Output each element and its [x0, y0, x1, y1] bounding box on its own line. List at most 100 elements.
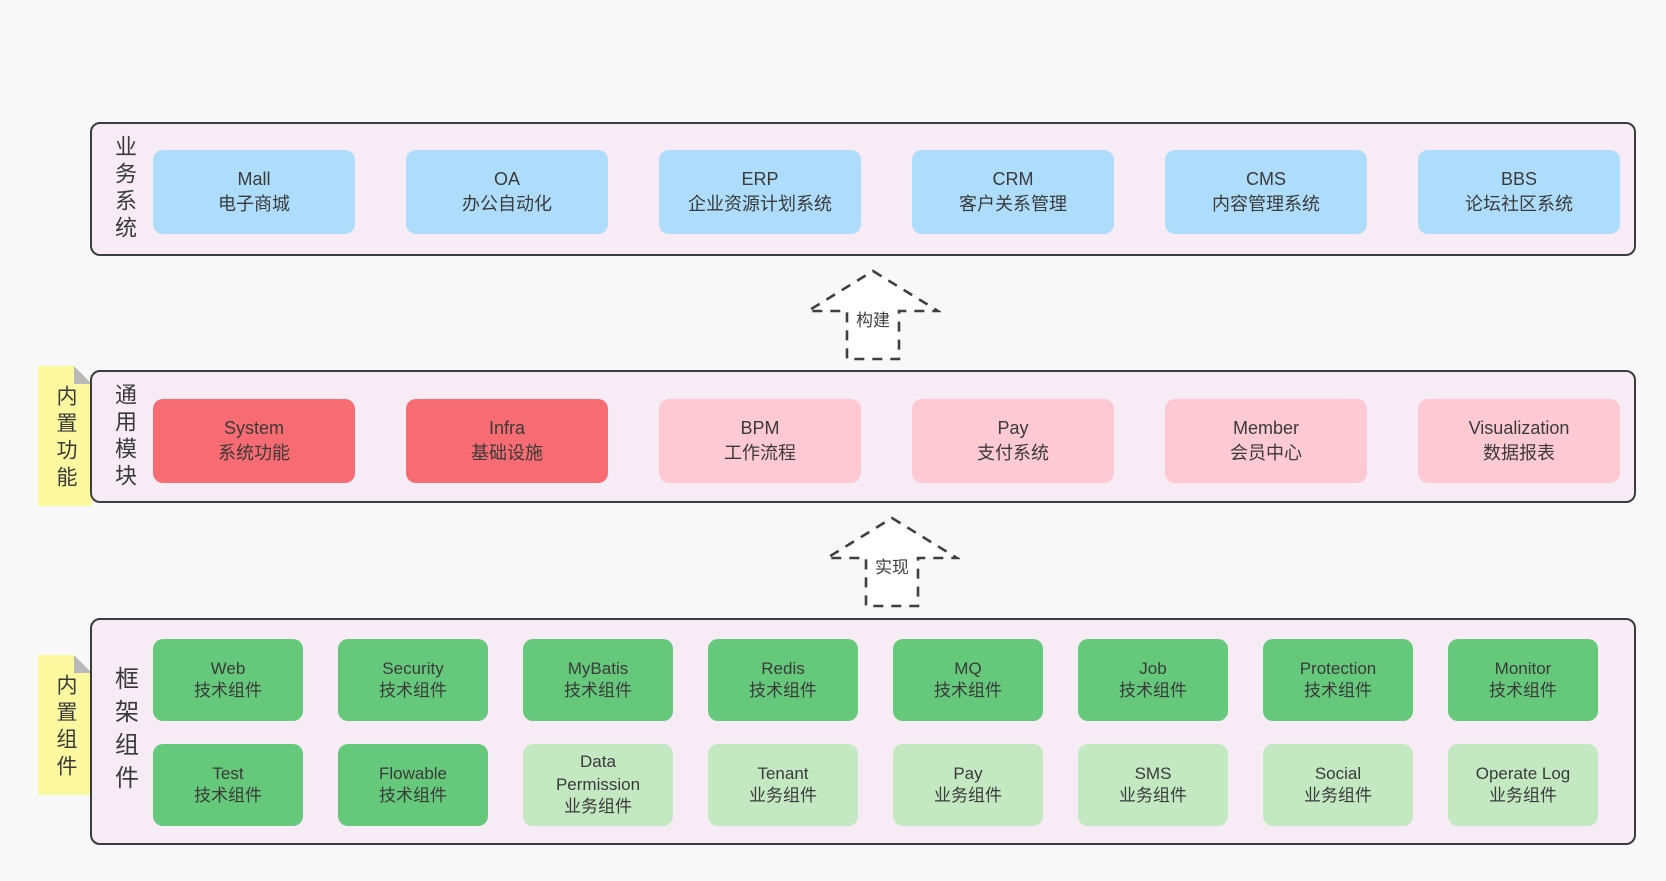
component-box-data-permission: Data Permission 业务组件 [523, 744, 673, 826]
box-subtitle: 企业资源计划系统 [688, 194, 832, 214]
band-framework-components: 框架组件 Web 技术组件 Security 技术组件 MyBatis 技术组件… [90, 618, 1636, 845]
band-box-grid: Web 技术组件 Security 技术组件 MyBatis 技术组件 Redi… [153, 639, 1598, 826]
box-name: Tenant [757, 763, 809, 783]
component-box-social: Social 业务组件 [1263, 744, 1413, 826]
arrow-label: 实现 [872, 553, 912, 578]
box-name: Web [210, 658, 246, 678]
note-text: 内置组件 [54, 674, 77, 782]
band-business-systems: 业务系统 Mall 电子商城 OA 办公自动化 ERP 企业资源计划系统 CRM… [90, 122, 1636, 256]
component-box-monitor: Monitor 技术组件 [1448, 639, 1598, 721]
box-name: Social [1314, 763, 1362, 783]
component-box-tenant: Tenant 业务组件 [708, 744, 858, 826]
box-name: CRM [992, 168, 1034, 189]
box-subtitle: 业务组件 [564, 797, 632, 817]
module-box-infra: Infra 基础设施 [406, 399, 608, 483]
module-box-pay: Pay 支付系统 [912, 399, 1114, 483]
box-name: MyBatis [567, 658, 629, 678]
box-name: Security [382, 658, 444, 678]
business-box-oa: OA 办公自动化 [406, 150, 608, 234]
module-box-member: Member 会员中心 [1165, 399, 1367, 483]
component-box-operate-log: Operate Log 业务组件 [1448, 744, 1598, 826]
business-box-cms: CMS 内容管理系统 [1165, 150, 1367, 234]
box-subtitle: 技术组件 [934, 681, 1002, 700]
note-text: 内置功能 [54, 385, 77, 493]
component-box-pay: Pay 业务组件 [893, 744, 1043, 826]
business-box-erp: ERP 企业资源计划系统 [659, 150, 861, 234]
component-box-sms: SMS 业务组件 [1078, 744, 1228, 826]
box-name: Operate Log [1475, 763, 1571, 783]
component-box-security: Security 技术组件 [338, 639, 488, 721]
band-label: 业务系统 [112, 135, 137, 243]
box-name: BBS [1500, 168, 1538, 189]
box-subtitle: 基础设施 [471, 443, 543, 463]
component-box-mybatis: MyBatis 技术组件 [523, 639, 673, 721]
box-subtitle: 内容管理系统 [1212, 194, 1320, 214]
box-subtitle: 客户关系管理 [959, 194, 1067, 214]
band-box-row: Mall 电子商城 OA 办公自动化 ERP 企业资源计划系统 CRM 客户关系… [153, 150, 1620, 234]
box-subtitle: 技术组件 [1119, 681, 1187, 700]
component-box-redis: Redis 技术组件 [708, 639, 858, 721]
box-name: OA [493, 168, 520, 189]
box-subtitle: 会员中心 [1230, 443, 1302, 463]
box-name: Monitor [1494, 658, 1552, 678]
module-box-system: System 系统功能 [153, 399, 355, 483]
component-box-flowable: Flowable 技术组件 [338, 744, 488, 826]
box-name: Infra [488, 417, 526, 438]
component-box-mq: MQ 技术组件 [893, 639, 1043, 721]
box-subtitle: 技术组件 [379, 786, 447, 805]
module-box-bpm: BPM 工作流程 [659, 399, 861, 483]
business-box-mall: Mall 电子商城 [153, 150, 355, 234]
box-name: Pay [997, 417, 1029, 438]
box-name: ERP [741, 168, 779, 189]
box-subtitle: 业务组件 [1119, 786, 1187, 805]
component-box-job: Job 技术组件 [1078, 639, 1228, 721]
business-box-bbs: BBS 论坛社区系统 [1418, 150, 1620, 234]
box-name: Member [1232, 417, 1299, 438]
box-name: CMS [1246, 168, 1286, 189]
box-name: Test [212, 763, 244, 783]
box-name: Protection [1299, 658, 1377, 678]
box-subtitle: 论坛社区系统 [1465, 194, 1573, 214]
box-subtitle: 电子商城 [218, 194, 290, 214]
sticky-note-builtin-components: 内置组件 [38, 655, 92, 795]
arrow-label: 构建 [853, 306, 893, 331]
box-subtitle: 技术组件 [1489, 681, 1557, 700]
box-name: Flowable [378, 763, 448, 783]
component-box-protection: Protection 技术组件 [1263, 639, 1413, 721]
arrow-build: 构建 [805, 268, 941, 362]
band-box-row: System 系统功能 Infra 基础设施 BPM 工作流程 Pay 支付系统… [153, 399, 1620, 483]
box-subtitle: 技术组件 [194, 786, 262, 805]
box-name: Mall [237, 168, 271, 189]
box-name: Job [1139, 658, 1167, 678]
box-subtitle: 业务组件 [934, 786, 1002, 805]
band-label: 通用模块 [112, 382, 137, 491]
component-box-web: Web 技术组件 [153, 639, 303, 721]
box-name: Redis [761, 658, 805, 678]
box-subtitle: 业务组件 [1489, 786, 1557, 805]
box-subtitle: 办公自动化 [462, 194, 552, 214]
box-subtitle: 技术组件 [194, 681, 262, 700]
band-label: 框架组件 [110, 665, 138, 798]
box-subtitle: 支付系统 [977, 443, 1049, 463]
box-name: Visualization [1468, 417, 1570, 438]
sticky-note-builtin-features: 内置功能 [38, 366, 92, 506]
box-name: MQ [954, 658, 982, 678]
box-name: Pay [953, 763, 983, 783]
box-subtitle: 系统功能 [218, 443, 290, 463]
arrow-realize: 实现 [824, 515, 960, 609]
box-subtitle: 数据报表 [1483, 443, 1555, 463]
box-name: Data Permission [555, 752, 641, 794]
box-subtitle: 工作流程 [724, 443, 796, 463]
band-common-modules: 通用模块 System 系统功能 Infra 基础设施 BPM 工作流程 Pay… [90, 370, 1636, 503]
box-subtitle: 技术组件 [564, 681, 632, 700]
box-name: BPM [740, 417, 780, 438]
business-box-crm: CRM 客户关系管理 [912, 150, 1114, 234]
box-name: SMS [1134, 763, 1172, 783]
box-subtitle: 技术组件 [1304, 681, 1372, 700]
box-subtitle: 技术组件 [749, 681, 817, 700]
component-box-test: Test 技术组件 [153, 744, 303, 826]
box-subtitle: 业务组件 [1304, 786, 1372, 805]
box-subtitle: 业务组件 [749, 786, 817, 805]
box-subtitle: 技术组件 [379, 681, 447, 700]
